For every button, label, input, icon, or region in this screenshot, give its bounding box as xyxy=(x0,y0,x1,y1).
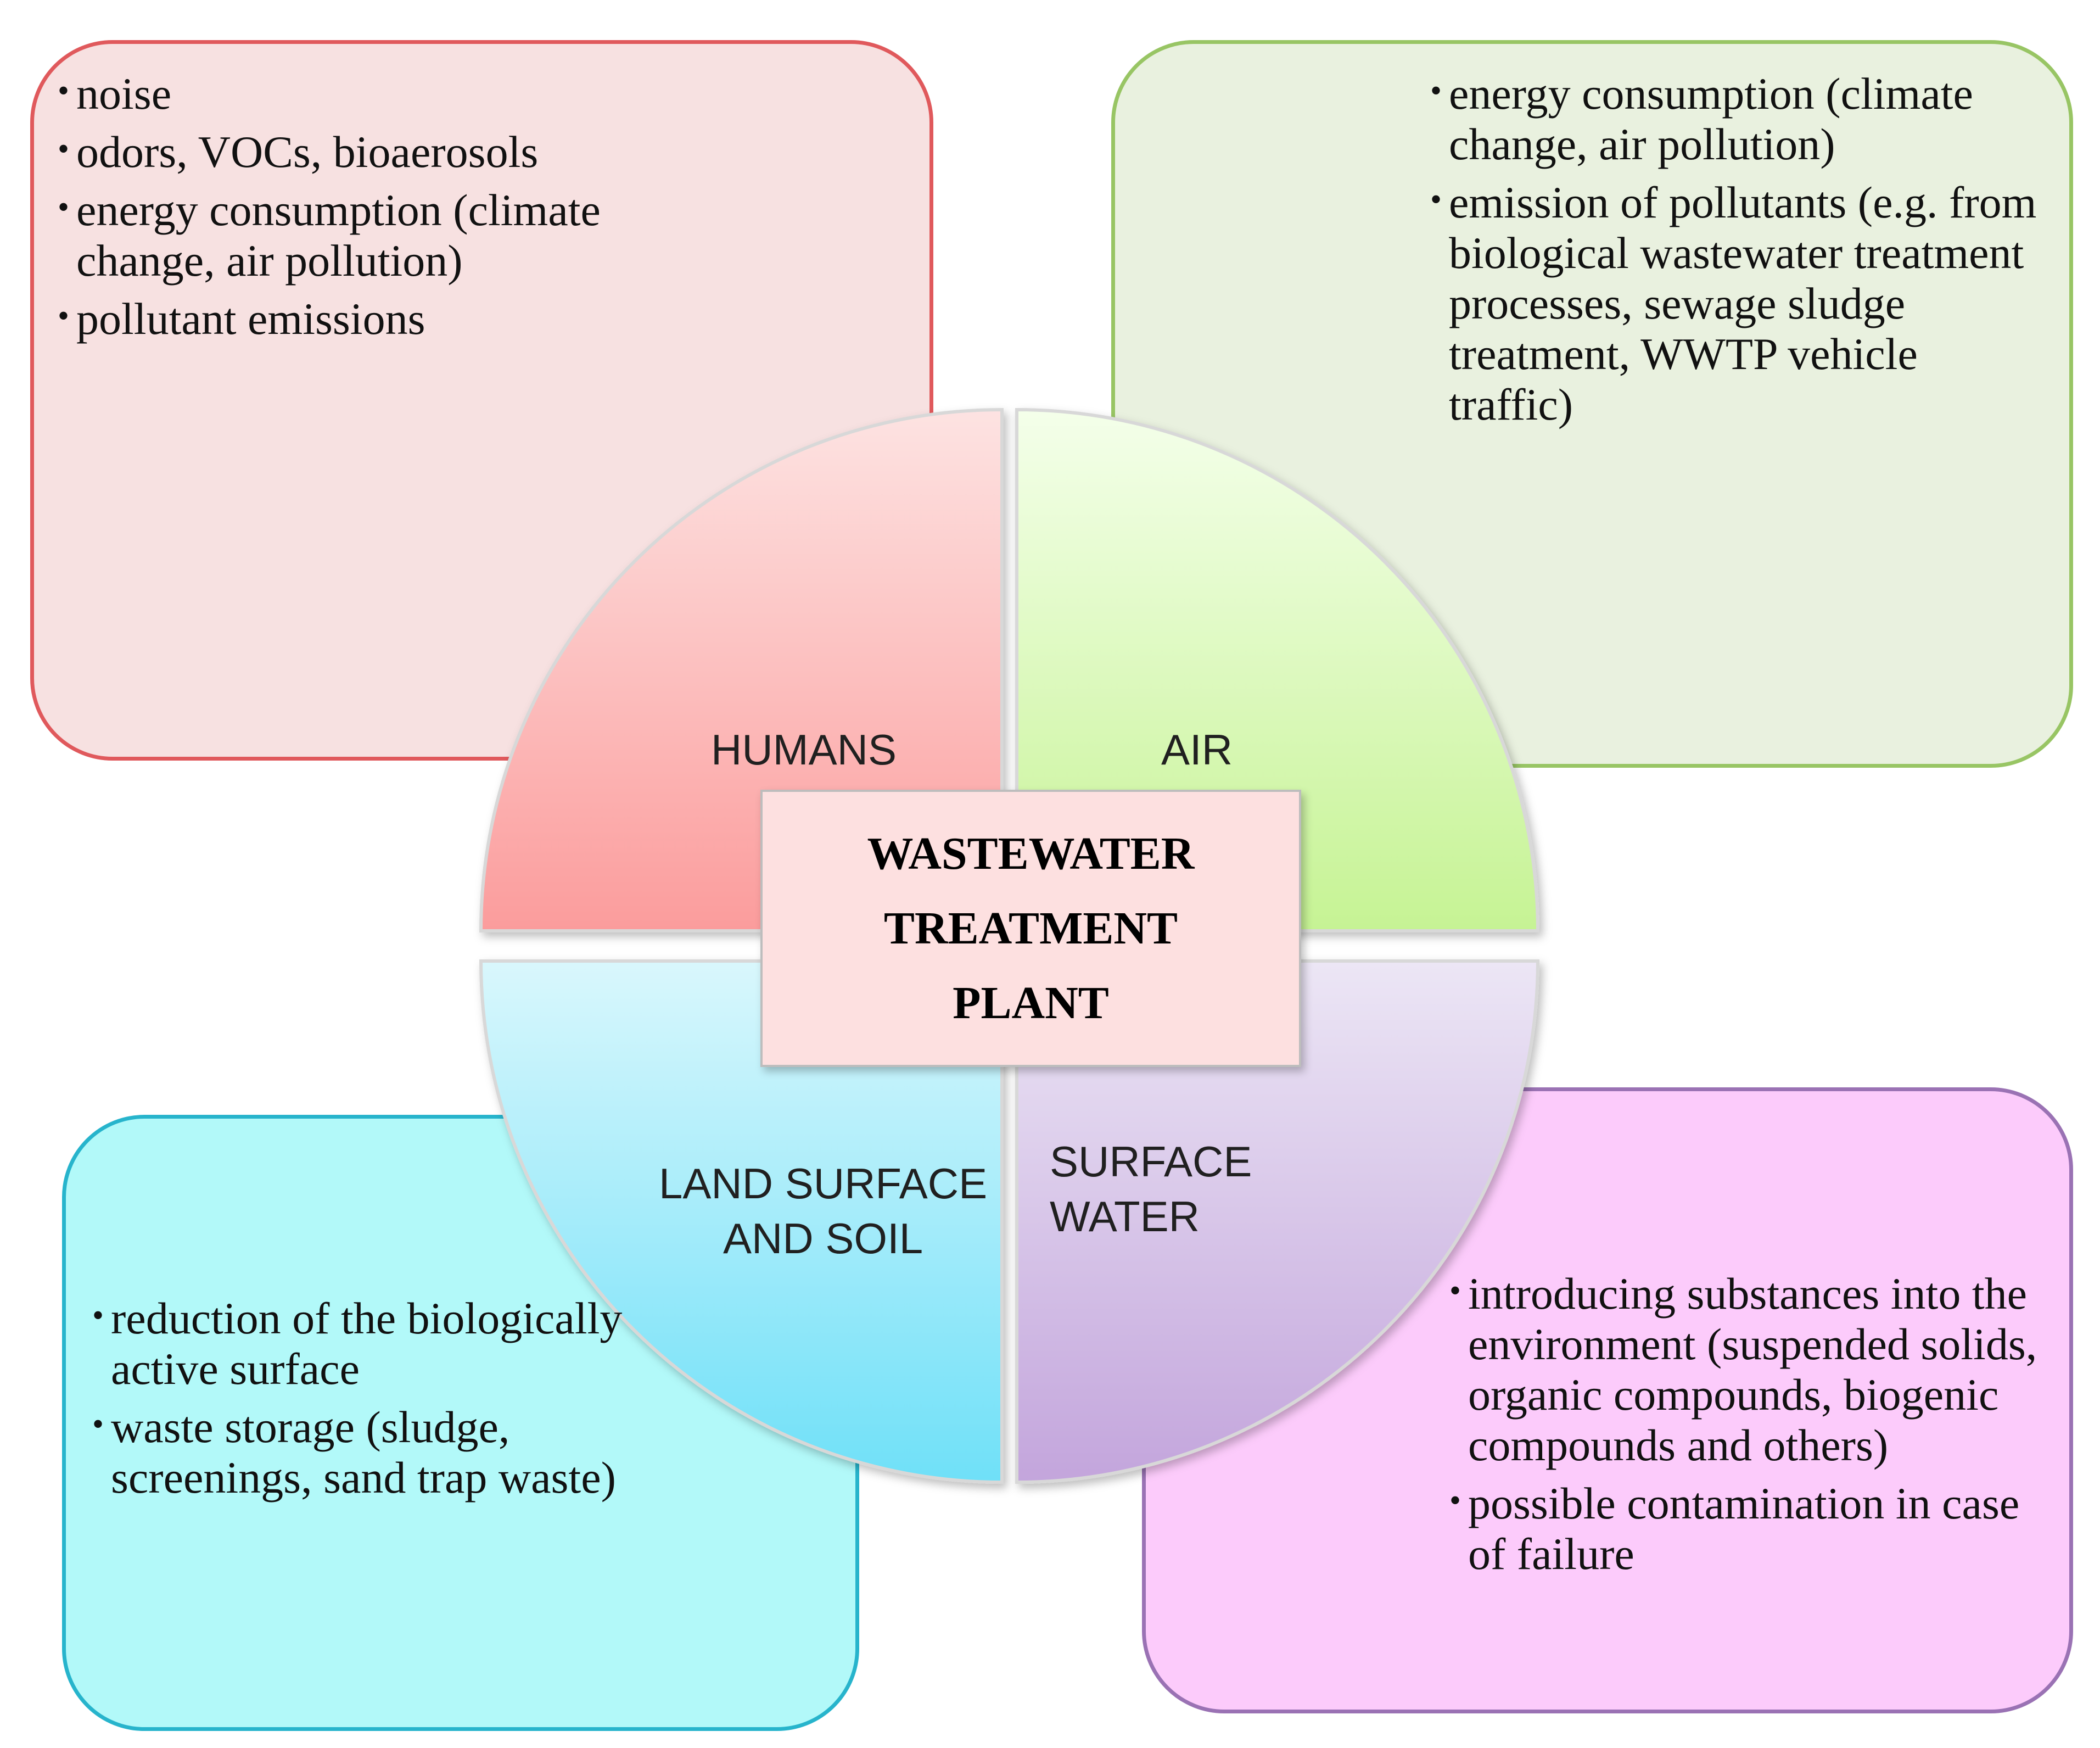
water-label-line-2: WATER xyxy=(1050,1192,1200,1241)
air-label-line: AIR xyxy=(1161,725,1233,774)
center-title-line-3: PLANT xyxy=(953,977,1109,1029)
water-impacts-list: introducing substances into the environm… xyxy=(1449,1265,2042,1587)
list-item: waste storage (sludge, screenings, sand … xyxy=(92,1399,641,1503)
humans-label-line: HUMANS xyxy=(711,725,897,774)
list-item: possible contamination in case of failur… xyxy=(1449,1475,2042,1579)
center-title-line-2: TREATMENT xyxy=(883,902,1178,954)
land-label: LAND SURFACE AND SOIL xyxy=(659,1156,987,1266)
list-item: energy consumption (climate change, air … xyxy=(58,182,634,286)
list-item: introducing substances into the environm… xyxy=(1449,1265,2042,1471)
center-title-box: WASTEWATER TREATMENT PLANT xyxy=(760,790,1301,1067)
list-item: pollutant emissions xyxy=(58,291,634,344)
center-title: WASTEWATER TREATMENT PLANT xyxy=(867,817,1195,1041)
list-item: reduction of the biologically active sur… xyxy=(92,1290,641,1394)
center-title-line-1: WASTEWATER xyxy=(867,828,1195,879)
air-label: AIR xyxy=(1161,722,1233,777)
land-label-line-2: AND SOIL xyxy=(723,1214,923,1263)
air-impacts-list: energy consumption (climate change, air … xyxy=(1430,65,2051,438)
list-item: noise xyxy=(58,65,634,119)
land-impacts-list: reduction of the biologically active sur… xyxy=(92,1290,641,1511)
water-label: SURFACE WATER xyxy=(1050,1134,1252,1244)
humans-label: HUMANS xyxy=(711,722,897,777)
humans-impacts-list: noise odors, VOCs, bioaerosols energy co… xyxy=(58,65,634,352)
list-item: odors, VOCs, bioaerosols xyxy=(58,124,634,177)
water-quadrant xyxy=(1015,959,1540,1484)
land-label-line-1: LAND SURFACE xyxy=(659,1159,988,1208)
water-label-line-1: SURFACE xyxy=(1050,1137,1252,1186)
list-item: energy consumption (climate change, air … xyxy=(1430,65,2051,170)
list-item: emission of pollutants (e.g. from biolog… xyxy=(1430,174,2051,430)
